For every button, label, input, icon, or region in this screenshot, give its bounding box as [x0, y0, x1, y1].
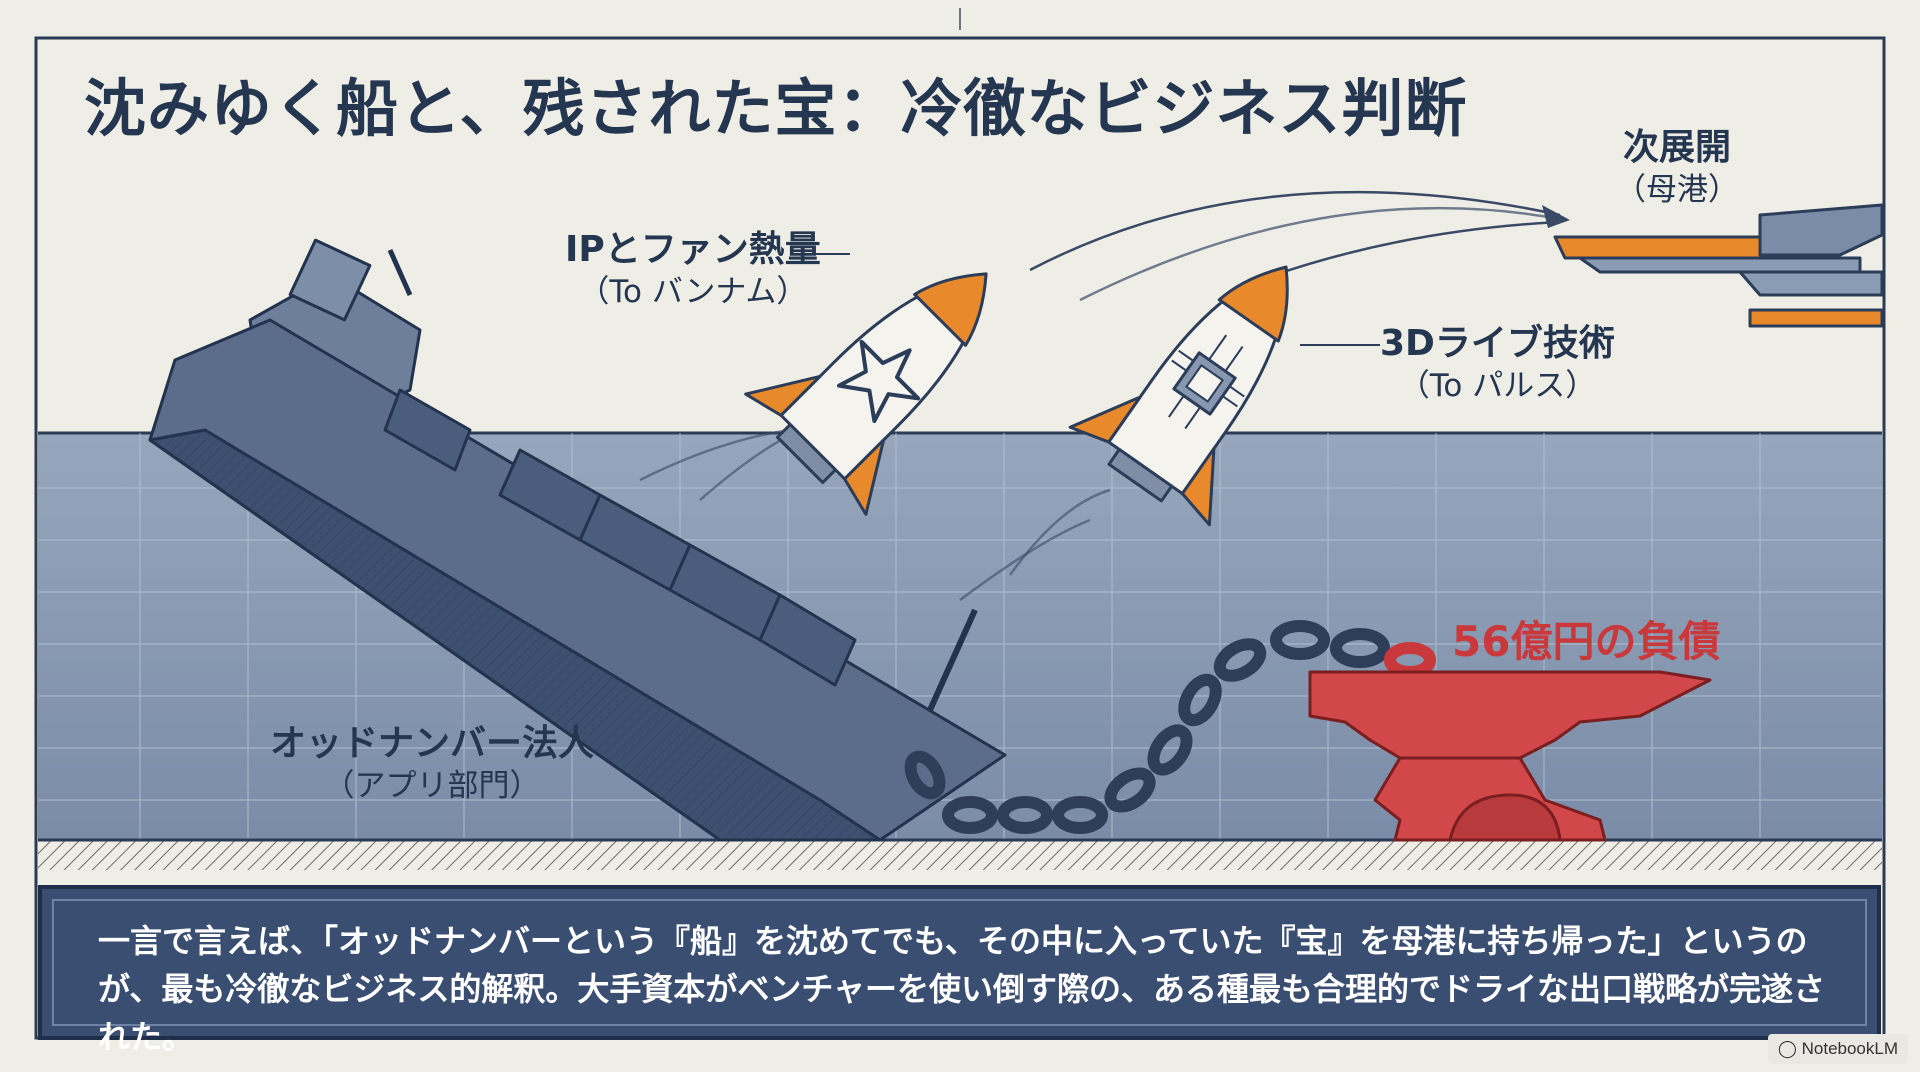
- ip-label-line1: IPとファン熱量: [565, 228, 821, 272]
- next-step-label-line1: 次展開: [1615, 126, 1739, 170]
- next-step-label-line2: （母港）: [1615, 170, 1739, 210]
- tech-label-line2: （To パルス）: [1380, 366, 1615, 406]
- ip-label: IPとファン熱量 （To バンナム）: [565, 228, 821, 312]
- tech-label: 3Dライブ技術 （To パルス）: [1380, 322, 1615, 406]
- ship-label: オッドナンバー法人 （アプリ部門）: [270, 722, 594, 806]
- ip-label-line2: （To バンナム）: [565, 272, 821, 312]
- notebooklm-badge: ◯ NotebookLM: [1768, 1034, 1908, 1064]
- ship-label-line2: （アプリ部門）: [270, 766, 594, 806]
- brand-label: NotebookLM: [1802, 1039, 1898, 1058]
- tech-label-line1: 3Dライブ技術: [1380, 322, 1615, 366]
- page-title: 沈みゆく船と、残された宝：冷徹なビジネス判断: [84, 58, 1468, 148]
- ship-label-line1: オッドナンバー法人: [270, 722, 594, 766]
- caption-box: 一言で言えば、「オッドナンバーという『船』を沈めてでも、その中に入っていた『宝』…: [38, 885, 1881, 1040]
- caption-text: 一言で言えば、「オッドナンバーという『船』を沈めてでも、その中に入っていた『宝』…: [98, 917, 1837, 1061]
- ship-mast: [390, 250, 410, 295]
- debt-label: 56億円の負債: [1452, 608, 1720, 669]
- arrowhead: [1542, 205, 1570, 228]
- home-port: [1555, 205, 1882, 326]
- seabed: [38, 840, 1882, 870]
- notebooklm-icon: ◯: [1778, 1039, 1797, 1058]
- next-step-label: 次展開 （母港）: [1615, 126, 1739, 210]
